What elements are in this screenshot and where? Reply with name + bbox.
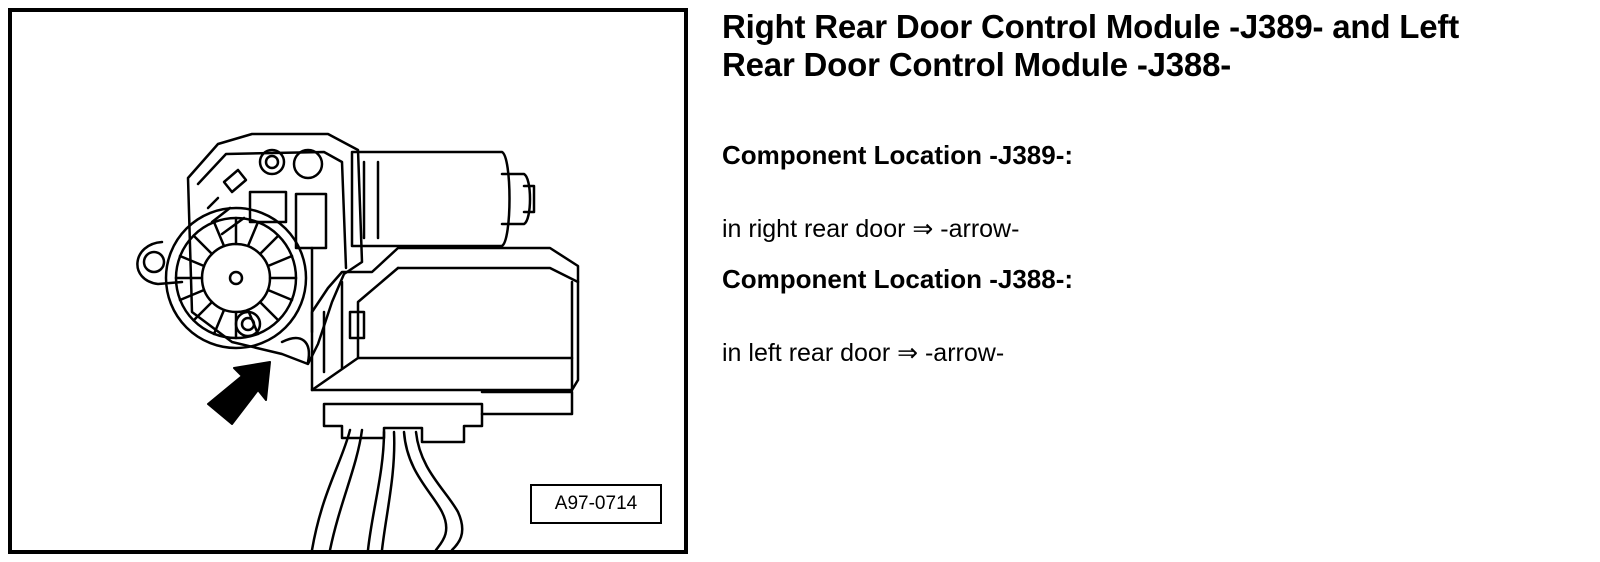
section-title-j389: Component Location -J389-: bbox=[722, 140, 1074, 170]
figure-frame: A97-0714 bbox=[8, 8, 688, 554]
mounting-plate bbox=[186, 132, 364, 366]
connector bbox=[322, 402, 484, 444]
section-title-j388: Component Location -J388-: bbox=[722, 264, 1074, 294]
component-illustration bbox=[136, 132, 580, 550]
wire-harness bbox=[310, 428, 352, 550]
indicator-arrow bbox=[207, 361, 271, 425]
section-text-j389: in right rear door ⇒ -arrow- bbox=[722, 215, 1020, 243]
module-housing bbox=[310, 246, 580, 392]
page-title: Right Rear Door Control Module -J389- an… bbox=[722, 8, 1592, 84]
section-text-j388: in left rear door ⇒ -arrow- bbox=[722, 339, 1005, 367]
page-title-line-1: Right Rear Door Control Module -J389- an… bbox=[722, 8, 1459, 45]
text-column: Right Rear Door Control Module -J389- an… bbox=[722, 8, 1592, 367]
page-title-line-2: Rear Door Control Module -J388- bbox=[722, 46, 1232, 83]
motor-body bbox=[350, 150, 511, 248]
figure-id-label: A97-0714 bbox=[530, 484, 662, 524]
